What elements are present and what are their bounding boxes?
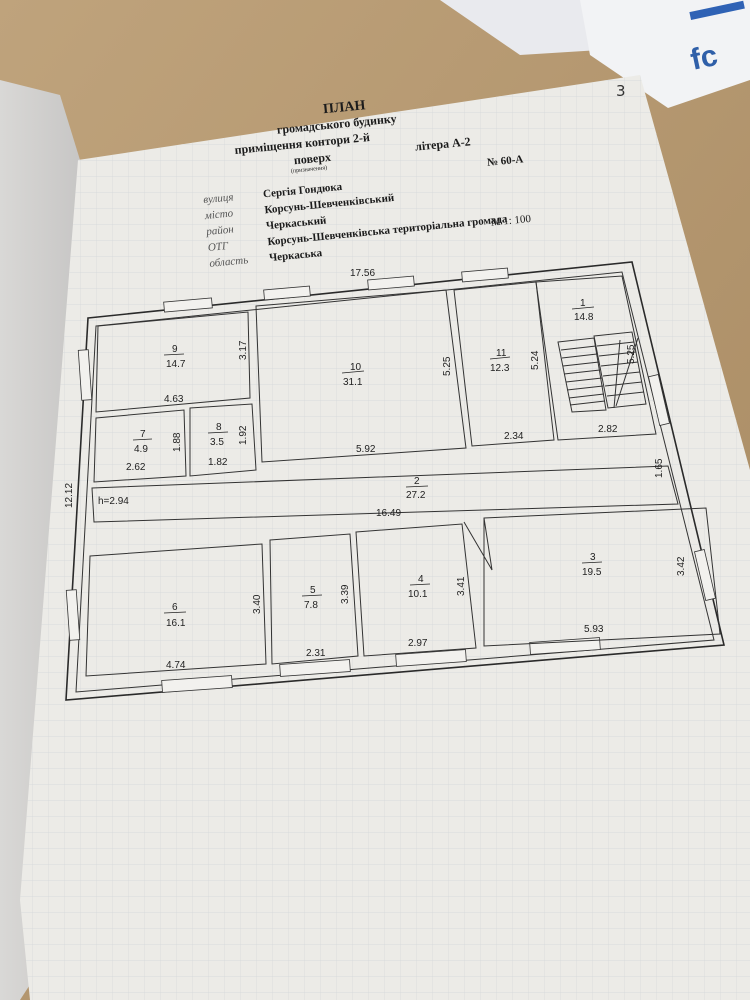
building-number: № 60-А xyxy=(486,153,523,168)
window xyxy=(694,549,716,601)
room-label-id: 5 xyxy=(310,585,316,596)
room-label-width: 2.62 xyxy=(126,462,146,473)
window xyxy=(65,589,81,641)
room-2-corridor xyxy=(91,465,679,523)
room-7 xyxy=(93,409,187,483)
room-label-height: 5.25 xyxy=(626,344,637,364)
room-label-width: 5.92 xyxy=(356,444,376,455)
room-5 xyxy=(269,533,359,665)
room-label-height: 5.24 xyxy=(530,350,541,370)
page-number: 3 xyxy=(616,82,626,100)
room-label-id: 8 xyxy=(216,422,222,433)
address-label-community: ОТГ xyxy=(207,240,229,254)
floor-plan xyxy=(65,261,725,701)
window xyxy=(529,637,601,655)
outer-wall xyxy=(65,261,725,701)
room-label-area: 10.1 xyxy=(408,589,428,600)
window xyxy=(77,349,93,401)
door-swing xyxy=(463,517,493,571)
box-label-stripe xyxy=(689,0,745,20)
room-label-area: 27.2 xyxy=(406,490,426,501)
room-label-width: 2.31 xyxy=(306,648,326,659)
overall-height-label: 12.12 xyxy=(64,483,75,508)
room-label-height: 1.65 xyxy=(654,458,665,478)
room-label-height: 3.39 xyxy=(340,584,351,604)
room-10 xyxy=(255,289,467,463)
window xyxy=(461,267,509,283)
room-label-area: 19.5 xyxy=(582,567,602,578)
inner-wall xyxy=(75,271,715,693)
staircase xyxy=(557,331,647,413)
room-3 xyxy=(483,507,721,647)
window xyxy=(648,374,670,426)
page-grid xyxy=(20,75,750,1000)
room-label-area: 31.1 xyxy=(343,377,363,388)
window xyxy=(161,675,233,693)
address-label-street: вулиця xyxy=(203,191,234,206)
room-label-width: 2.34 xyxy=(504,431,524,442)
address-value-region: Черкаська xyxy=(269,247,324,264)
room-label-id: 4 xyxy=(418,574,424,585)
address-value-district: Черкаський xyxy=(266,214,328,232)
room-label-area: 14.7 xyxy=(166,359,186,370)
room-label-width: 4.63 xyxy=(164,394,184,405)
window xyxy=(263,285,311,301)
litera-label: літера А-2 xyxy=(414,134,471,153)
plan-subtitle-purpose: (призначення) xyxy=(291,164,328,174)
room-label-area: 4.9 xyxy=(134,444,148,455)
room-4 xyxy=(355,523,477,657)
scale-label: М 1: 100 xyxy=(490,213,532,229)
plan-subtitle-floor: поверх xyxy=(293,150,331,167)
room-label-id: 6 xyxy=(172,602,178,613)
corridor-length-label: 16.49 xyxy=(376,508,401,519)
room-label-width: 2.82 xyxy=(598,424,618,435)
address-label-district: район xyxy=(205,223,235,238)
room-label-height: 1.88 xyxy=(172,432,183,452)
plan-labels: 17.56 12.12 h=2.94 16.49 9 14.7 4.63 3.1… xyxy=(64,268,687,671)
room-label-height: 3.17 xyxy=(238,340,249,360)
address-label-city: місто xyxy=(203,207,234,222)
room-label-height: 3.40 xyxy=(252,594,263,614)
room-label-id: 10 xyxy=(350,362,362,373)
overall-length-label: 17.56 xyxy=(350,268,375,279)
room-label-height: 3.42 xyxy=(676,556,687,576)
plan-title: ПЛАН xyxy=(322,98,366,117)
room-label-id: 7 xyxy=(140,429,146,440)
room-11 xyxy=(453,281,555,447)
room-9 xyxy=(95,311,251,413)
room-label-id: 9 xyxy=(172,344,178,355)
room-label-id: 3 xyxy=(590,552,596,563)
window xyxy=(279,659,351,677)
room-label-id: 11 xyxy=(496,348,507,359)
window xyxy=(395,649,467,667)
room-label-width: 1.82 xyxy=(208,457,228,468)
room-label-area: 7.8 xyxy=(304,600,318,611)
room-8 xyxy=(189,403,257,477)
room-label-id: 2 xyxy=(414,476,420,487)
room-label-area: 16.1 xyxy=(166,618,186,629)
room-label-height: 3.41 xyxy=(456,576,467,596)
room-label-area: 14.8 xyxy=(574,312,594,323)
room-label-area: 12.3 xyxy=(490,363,510,374)
room-6 xyxy=(85,543,267,677)
paper-stack xyxy=(440,0,600,55)
room-label-height: 5.25 xyxy=(442,356,453,376)
room-label-width: 4.74 xyxy=(166,660,186,671)
window xyxy=(163,297,213,313)
address-label-region: область xyxy=(209,254,249,270)
room-label-width: 2.97 xyxy=(408,638,428,649)
room-label-id: 1 xyxy=(580,298,586,309)
ceiling-height-label: h=2.94 xyxy=(98,496,129,507)
room-1 xyxy=(535,275,657,441)
room-label-area: 3.5 xyxy=(210,437,224,448)
medicine-box xyxy=(580,0,750,108)
window xyxy=(367,275,415,291)
room-label-height: 1.92 xyxy=(238,425,249,445)
room-label-width: 5.93 xyxy=(584,624,604,635)
